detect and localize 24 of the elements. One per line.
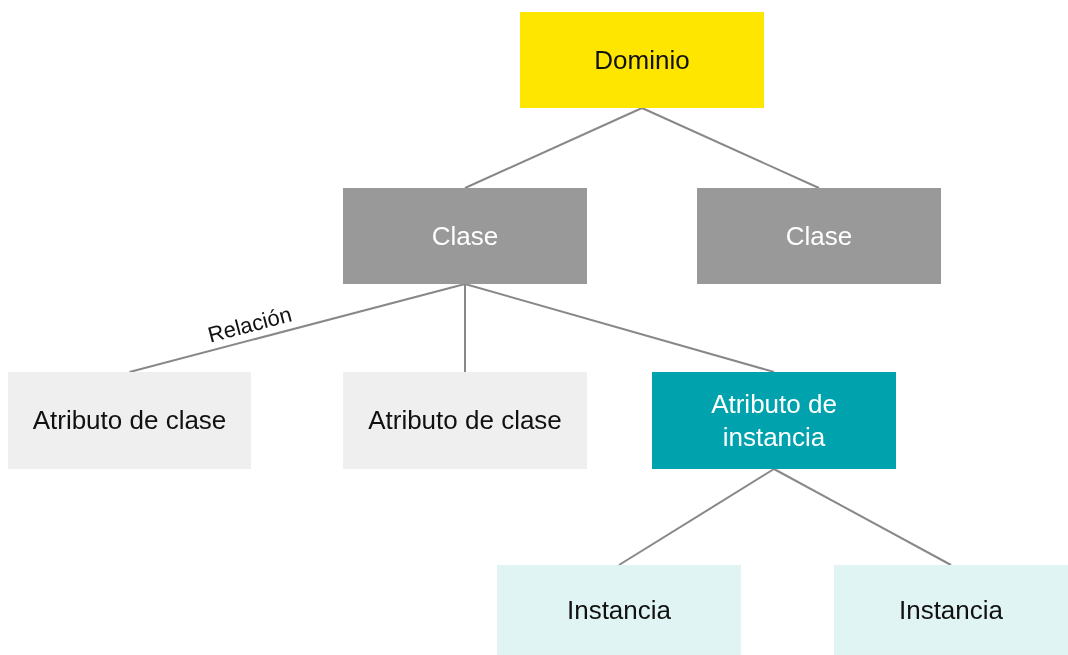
class-box [343,188,587,284]
edge-label: Relación [204,301,295,349]
connector-line [464,283,466,373]
root-box [520,12,764,108]
instance-box [834,565,1068,655]
node-label: Instancia [566,593,672,627]
node-label: Dominio [594,43,690,77]
connector-line [464,283,775,373]
attribute-box [8,372,251,469]
attribute-box [652,372,896,469]
node-label: Atributo de instancia [710,388,838,453]
node-label: Clase [785,219,853,253]
connector-line [773,468,952,566]
attribute-box [343,372,587,469]
connector-line [464,107,643,189]
connector-line [618,468,775,566]
connector-line [128,283,466,373]
node-label: Clase [431,219,499,253]
node-label: Atributo de clase [368,404,562,437]
instance-box [497,565,741,655]
connector-line [641,107,820,189]
node-label: Atributo de clase [32,404,227,437]
class-box [697,188,941,284]
node-label: Instancia [898,593,1004,627]
